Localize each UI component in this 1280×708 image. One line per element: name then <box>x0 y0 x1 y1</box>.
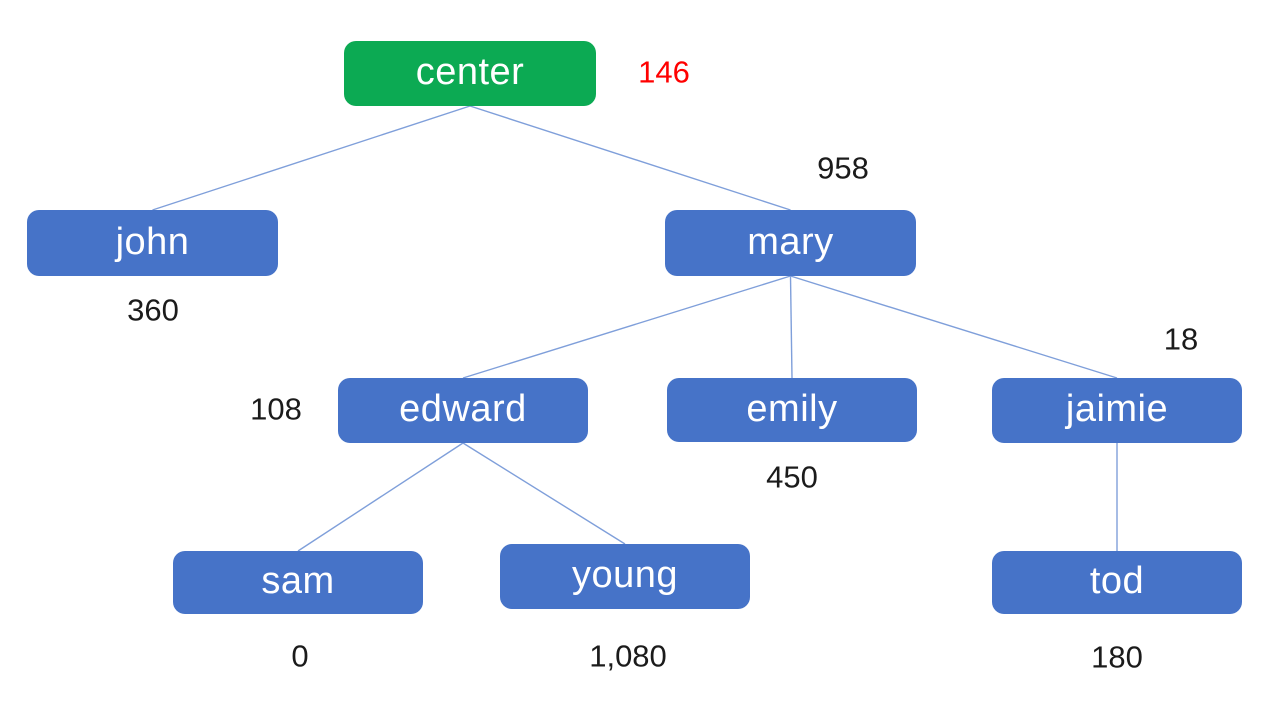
tree-node-mary: mary <box>665 210 916 276</box>
node-value-mary: 958 <box>817 150 869 186</box>
tree-node-emily: emily <box>667 378 917 442</box>
tree-node-tod: tod <box>992 551 1242 614</box>
node-value-jaimie: 18 <box>1163 321 1199 357</box>
tree-node-sam: sam <box>173 551 423 614</box>
tree-node-young: young <box>500 544 750 609</box>
tree-node-center: center <box>344 41 596 106</box>
node-value-edward: 108 <box>250 391 302 427</box>
tree-node-john: john <box>27 210 278 276</box>
node-value-center: 146 <box>638 54 690 90</box>
tree-node-edward: edward <box>338 378 588 443</box>
node-value-tod: 180 <box>1091 639 1143 675</box>
node-value-sam: 0 <box>291 638 309 674</box>
node-value-john: 360 <box>127 292 179 328</box>
node-value-young: 1,080 <box>589 638 667 674</box>
tree-node-jaimie: jaimie <box>992 378 1242 443</box>
node-value-emily: 450 <box>766 459 818 495</box>
